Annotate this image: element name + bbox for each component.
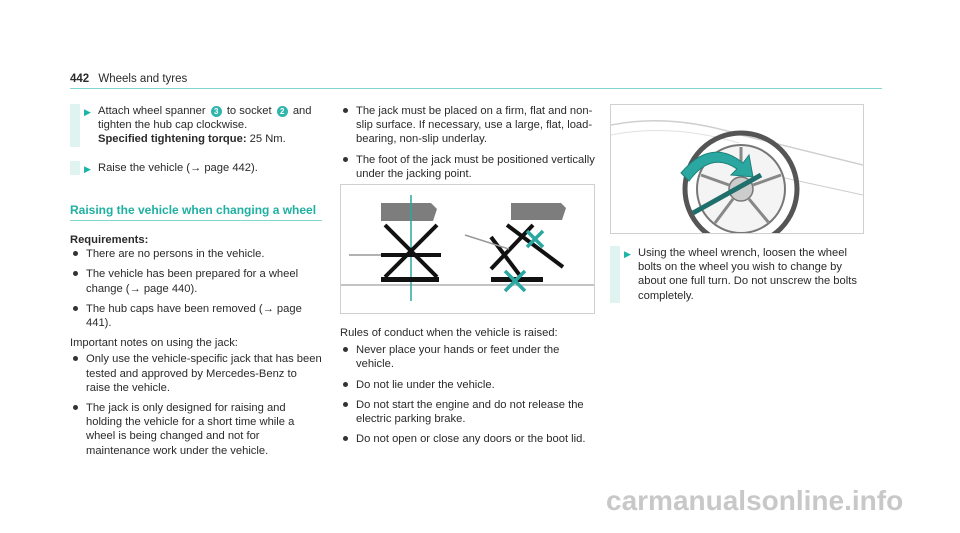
watermark: carmanualsonline.info [606,485,904,516]
spec-label: Specified tightening torque: [98,133,247,146]
step-1-text-c: and tighten the hub cap clockwise. [98,105,312,132]
instruction-step-1: ▶ Attach wheel spanner 3 to socket 2 and… [70,104,322,147]
list-item: Do not lie under the vehicle. [340,378,595,392]
list-item: The vehicle has been prepared for a whee… [70,267,322,295]
requirements-label: Requirements: [70,234,149,247]
instruction-step-2: ▶ Raise the vehicle (→ page 442). [70,160,322,175]
section-heading-text: Raising the vehicle when changing a whee… [70,202,317,217]
callout-badge-3: 3 [210,106,222,117]
column-2: The jack must be placed on a firm, flat … [340,104,595,187]
wheel-figure [610,104,864,248]
step-arrow-icon: ▶ [624,249,631,259]
section-title: Wheels and tyres [98,73,188,85]
list-item: Do not open or close any doors or the bo… [340,432,595,446]
list-item: The jack is only designed for raising an… [70,401,322,458]
step-2-text: Raise the vehicle (→ page 442). [98,161,258,174]
page-number: 442 [70,73,90,85]
step-1-text-b: to socket [226,105,272,117]
notes-list: Only use the vehicle-specific jack that … [70,352,322,457]
list-item: The hub caps have been removed (→ page 4… [70,302,322,330]
step-arrow-icon: ▶ [84,107,91,117]
notes-label: Important notes on using the jack: [70,337,238,350]
step-3-text: Using the wheel wrench, loosen the wheel… [638,247,857,302]
list-item: The jack must be placed on a firm, flat … [340,104,595,147]
requirements-list: There are no persons in the vehicle. The… [70,247,322,330]
page-header: 442 Wheels and tyres [70,72,187,86]
section-heading-rule [70,220,322,222]
column-2-lower: Rules of conduct when the vehicle is rai… [340,326,595,452]
instruction-step-3: ▶ Using the wheel wrench, loosen the whe… [610,246,862,303]
column-1: ▶ Attach wheel spanner 3 to socket 2 and… [70,104,322,464]
wheel-illustration [610,120,864,248]
spec-value: 25 Nm. [249,133,286,146]
step-1-text-a: Attach wheel spanner [98,105,206,117]
section-heading: Raising the vehicle when changing a whee… [70,202,322,222]
list-item: Never place your hands or feet under the… [340,343,595,371]
list-item: There are no persons in the vehicle. [70,247,322,261]
jack-placement-list: The jack must be placed on a firm, flat … [340,104,595,181]
rules-label: Rules of conduct when the vehicle is rai… [340,327,558,339]
step-arrow-icon: ▶ [84,163,91,174]
callout-badge-2: 2 [276,106,288,117]
list-item: Do not start the engine and do not relea… [340,398,595,426]
header-rule [70,88,882,89]
list-item: The foot of the jack must be positioned … [340,153,595,181]
jack-figure [340,184,595,314]
list-item: Only use the vehicle-specific jack that … [70,352,322,395]
jack-illustration [341,195,594,301]
rules-list: Never place your hands or feet under the… [340,343,595,446]
